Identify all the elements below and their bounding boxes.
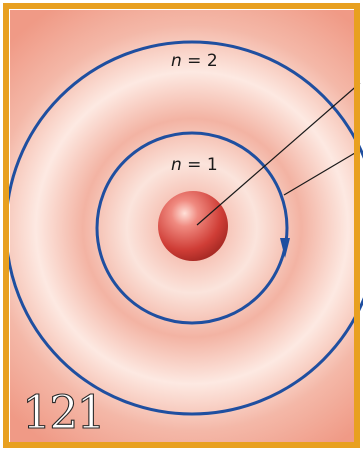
shell-label-n2: n = 2 [171, 51, 218, 71]
nucleus [158, 191, 228, 261]
pointer-line-orbit [283, 149, 361, 196]
page-number: 121 [22, 385, 104, 439]
orbit-n1 [95, 131, 289, 325]
shell-label-n1: n = 1 [171, 155, 218, 175]
pointer-line-nucleus [196, 82, 361, 226]
orbit-direction-arrow [280, 238, 290, 258]
figure-border [3, 3, 360, 448]
